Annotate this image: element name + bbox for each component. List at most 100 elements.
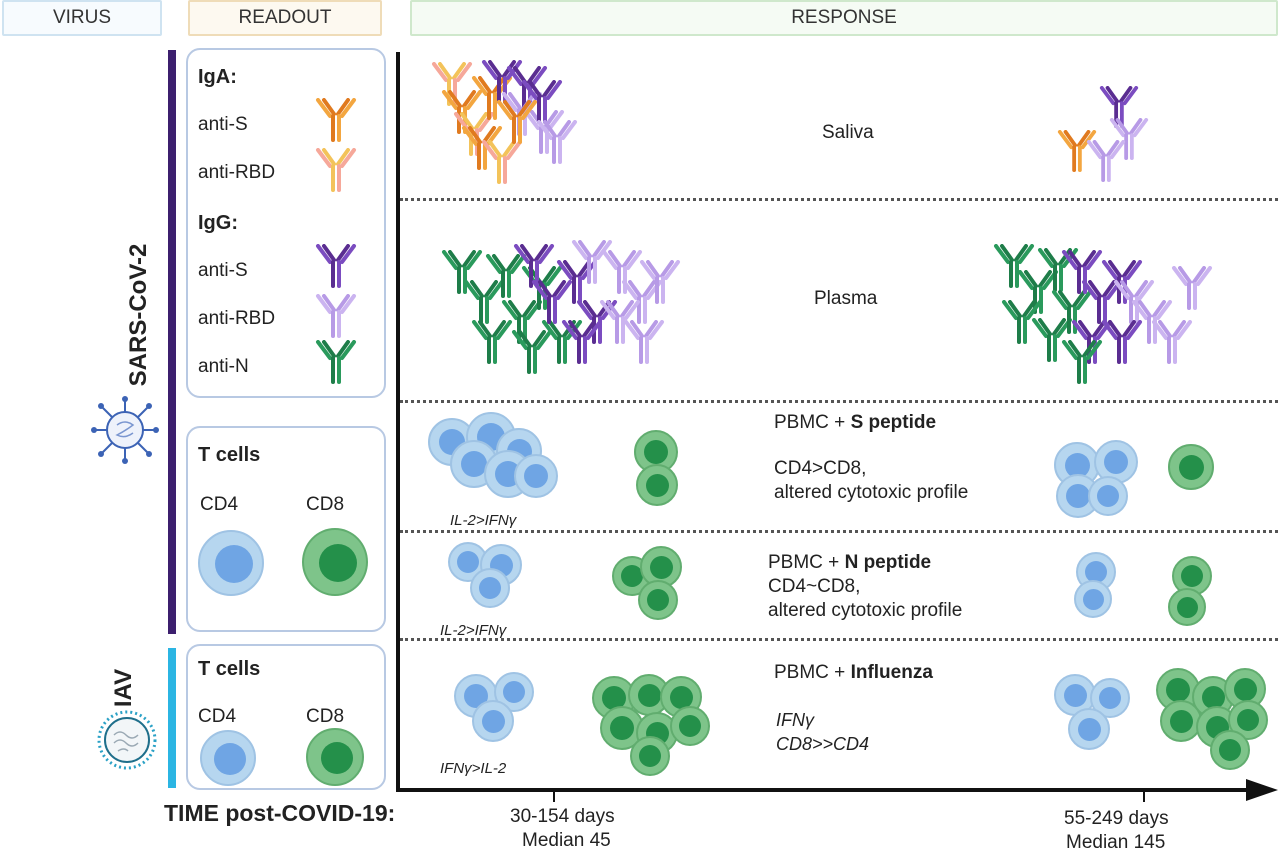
plasma-early-antibody-icon [510,330,554,379]
cell-nucleus [1085,561,1107,583]
cd8-cell-icon [640,546,682,588]
cd4-cell-icon [494,672,534,712]
s-peptide-cytokine: IL-2>IFNγ [450,512,517,529]
saliva-late-antibody-icon [1108,118,1150,165]
plasma-late-antibody-icon [1112,280,1156,329]
cell-nucleus [1234,678,1257,701]
response-header: RESPONSE [410,0,1278,36]
plasma-label: Plasma [814,288,878,309]
cd4-cell-icon [1056,474,1100,518]
iga-anti-rbd-label: anti-RBD [198,162,276,183]
saliva-label: Saliva [822,122,874,143]
cell-nucleus [1166,678,1190,702]
cell-nucleus [644,440,668,464]
cd4-cell-icon [1068,708,1110,750]
n-peptide-cytokine: IL-2>IFNγ [440,622,507,639]
antibody-panel [186,48,386,398]
sars-cd4-cell-icon [198,530,264,596]
cell-nucleus [1099,687,1121,709]
cell-nucleus [639,745,661,767]
cd8-cell-icon [636,464,678,506]
cd4-cell-icon [1074,580,1112,618]
sars-tcell-title: T cells [198,444,261,466]
iga-anti-s-label: anti-S [198,114,248,135]
cell-nucleus [610,716,634,740]
divider-saliva-plasma [400,198,1278,201]
cell-nucleus [621,565,643,587]
igg-anti-n-antibody-icon [314,340,358,389]
plasma-late-antibody-icon [1050,290,1094,339]
cell-nucleus [1065,453,1090,478]
saliva-early-antibody-icon [520,80,564,129]
cell-nucleus [1083,589,1104,610]
cd4-cell-icon [514,454,558,498]
divider-speptide-npeptide [400,530,1278,533]
sars-cd4-label: CD4 [200,494,239,515]
cell-nucleus [461,451,487,477]
iav-cd4-cell-icon [200,730,256,786]
cell-nucleus [1237,709,1259,731]
cd4-cell-icon [470,568,510,608]
plasma-early-antibody-icon [470,320,514,369]
sars-tcell-panel [186,426,386,632]
cell-nucleus [479,577,501,599]
plasma-late-antibody-icon [1130,300,1174,349]
saliva-late-antibody-icon [1085,140,1127,187]
cell-nucleus [647,589,669,611]
plasma-early-antibody-icon [500,300,544,349]
plasma-early-antibody-icon [512,244,556,293]
igg-anti-rbd-label: anti-RBD [198,308,276,329]
saliva-early-antibody-icon [535,120,579,169]
cd8-cell-icon [630,736,670,776]
timepoint2-range: 55-249 days [1064,808,1169,829]
timepoint2-median: Median 145 [1066,832,1166,853]
plasma-late-antibody-icon [1080,280,1124,329]
cell-nucleus [670,686,693,709]
plasma-late-antibody-icon [992,244,1036,293]
influenza-title: PBMC + Influenza [774,662,933,683]
iav-cd4-label: CD4 [198,706,237,727]
cell-nucleus [482,710,505,733]
iav-tcell-title: T cells [198,658,261,680]
saliva-late-antibody-icon [1056,130,1098,177]
divider-plasma-speptide [400,400,1278,403]
cell-nucleus [679,715,701,737]
plasma-early-antibody-icon [600,250,644,299]
igg-anti-s-antibody-icon [314,244,358,293]
iav-virus-icon [97,710,157,770]
igg-anti-s-label: anti-S [198,260,248,281]
cell-nucleus [650,556,673,579]
plasma-early-antibody-icon [560,320,604,369]
iga-anti-s-antibody-icon [314,98,358,147]
igg-anti-rbd-antibody-icon [314,294,358,343]
s-peptide-line1: CD4>CD8, [774,458,867,479]
influenza-line1: IFNγ [776,710,814,730]
cd8-cell-icon [670,706,710,746]
cd8-cell-icon [638,580,678,620]
plasma-early-antibody-icon [620,280,664,329]
cell-nucleus [1066,484,1090,508]
plasma-early-antibody-icon [530,280,574,329]
cell-nucleus [1104,450,1128,474]
cd8-cell-icon [1210,730,1250,770]
cell-nucleus [1097,485,1119,507]
cd8-cell-icon [1172,556,1212,596]
divider-npeptide-influenza [400,638,1278,641]
cell-nucleus [1219,739,1241,761]
cell-nucleus [646,474,669,497]
s-peptide-title: PBMC + S peptide [774,412,937,433]
plasma-early-antibody-icon [440,250,484,299]
plasma-early-antibody-icon [462,280,506,329]
saliva-late-antibody-icon [1098,86,1140,133]
cell-nucleus [1078,718,1101,741]
cell-nucleus [1179,455,1204,480]
saliva-early-antibody-icon [460,126,504,175]
cd4-cell-icon [1088,476,1128,516]
cd8-cell-icon [1168,588,1206,626]
plasma-early-antibody-icon [638,260,682,309]
saliva-early-antibody-icon [495,100,539,149]
plasma-late-antibody-icon [1000,300,1044,349]
plasma-late-antibody-icon [1170,266,1214,315]
virus-header: VIRUS [2,0,162,36]
igg-anti-n-label: anti-N [198,356,249,377]
